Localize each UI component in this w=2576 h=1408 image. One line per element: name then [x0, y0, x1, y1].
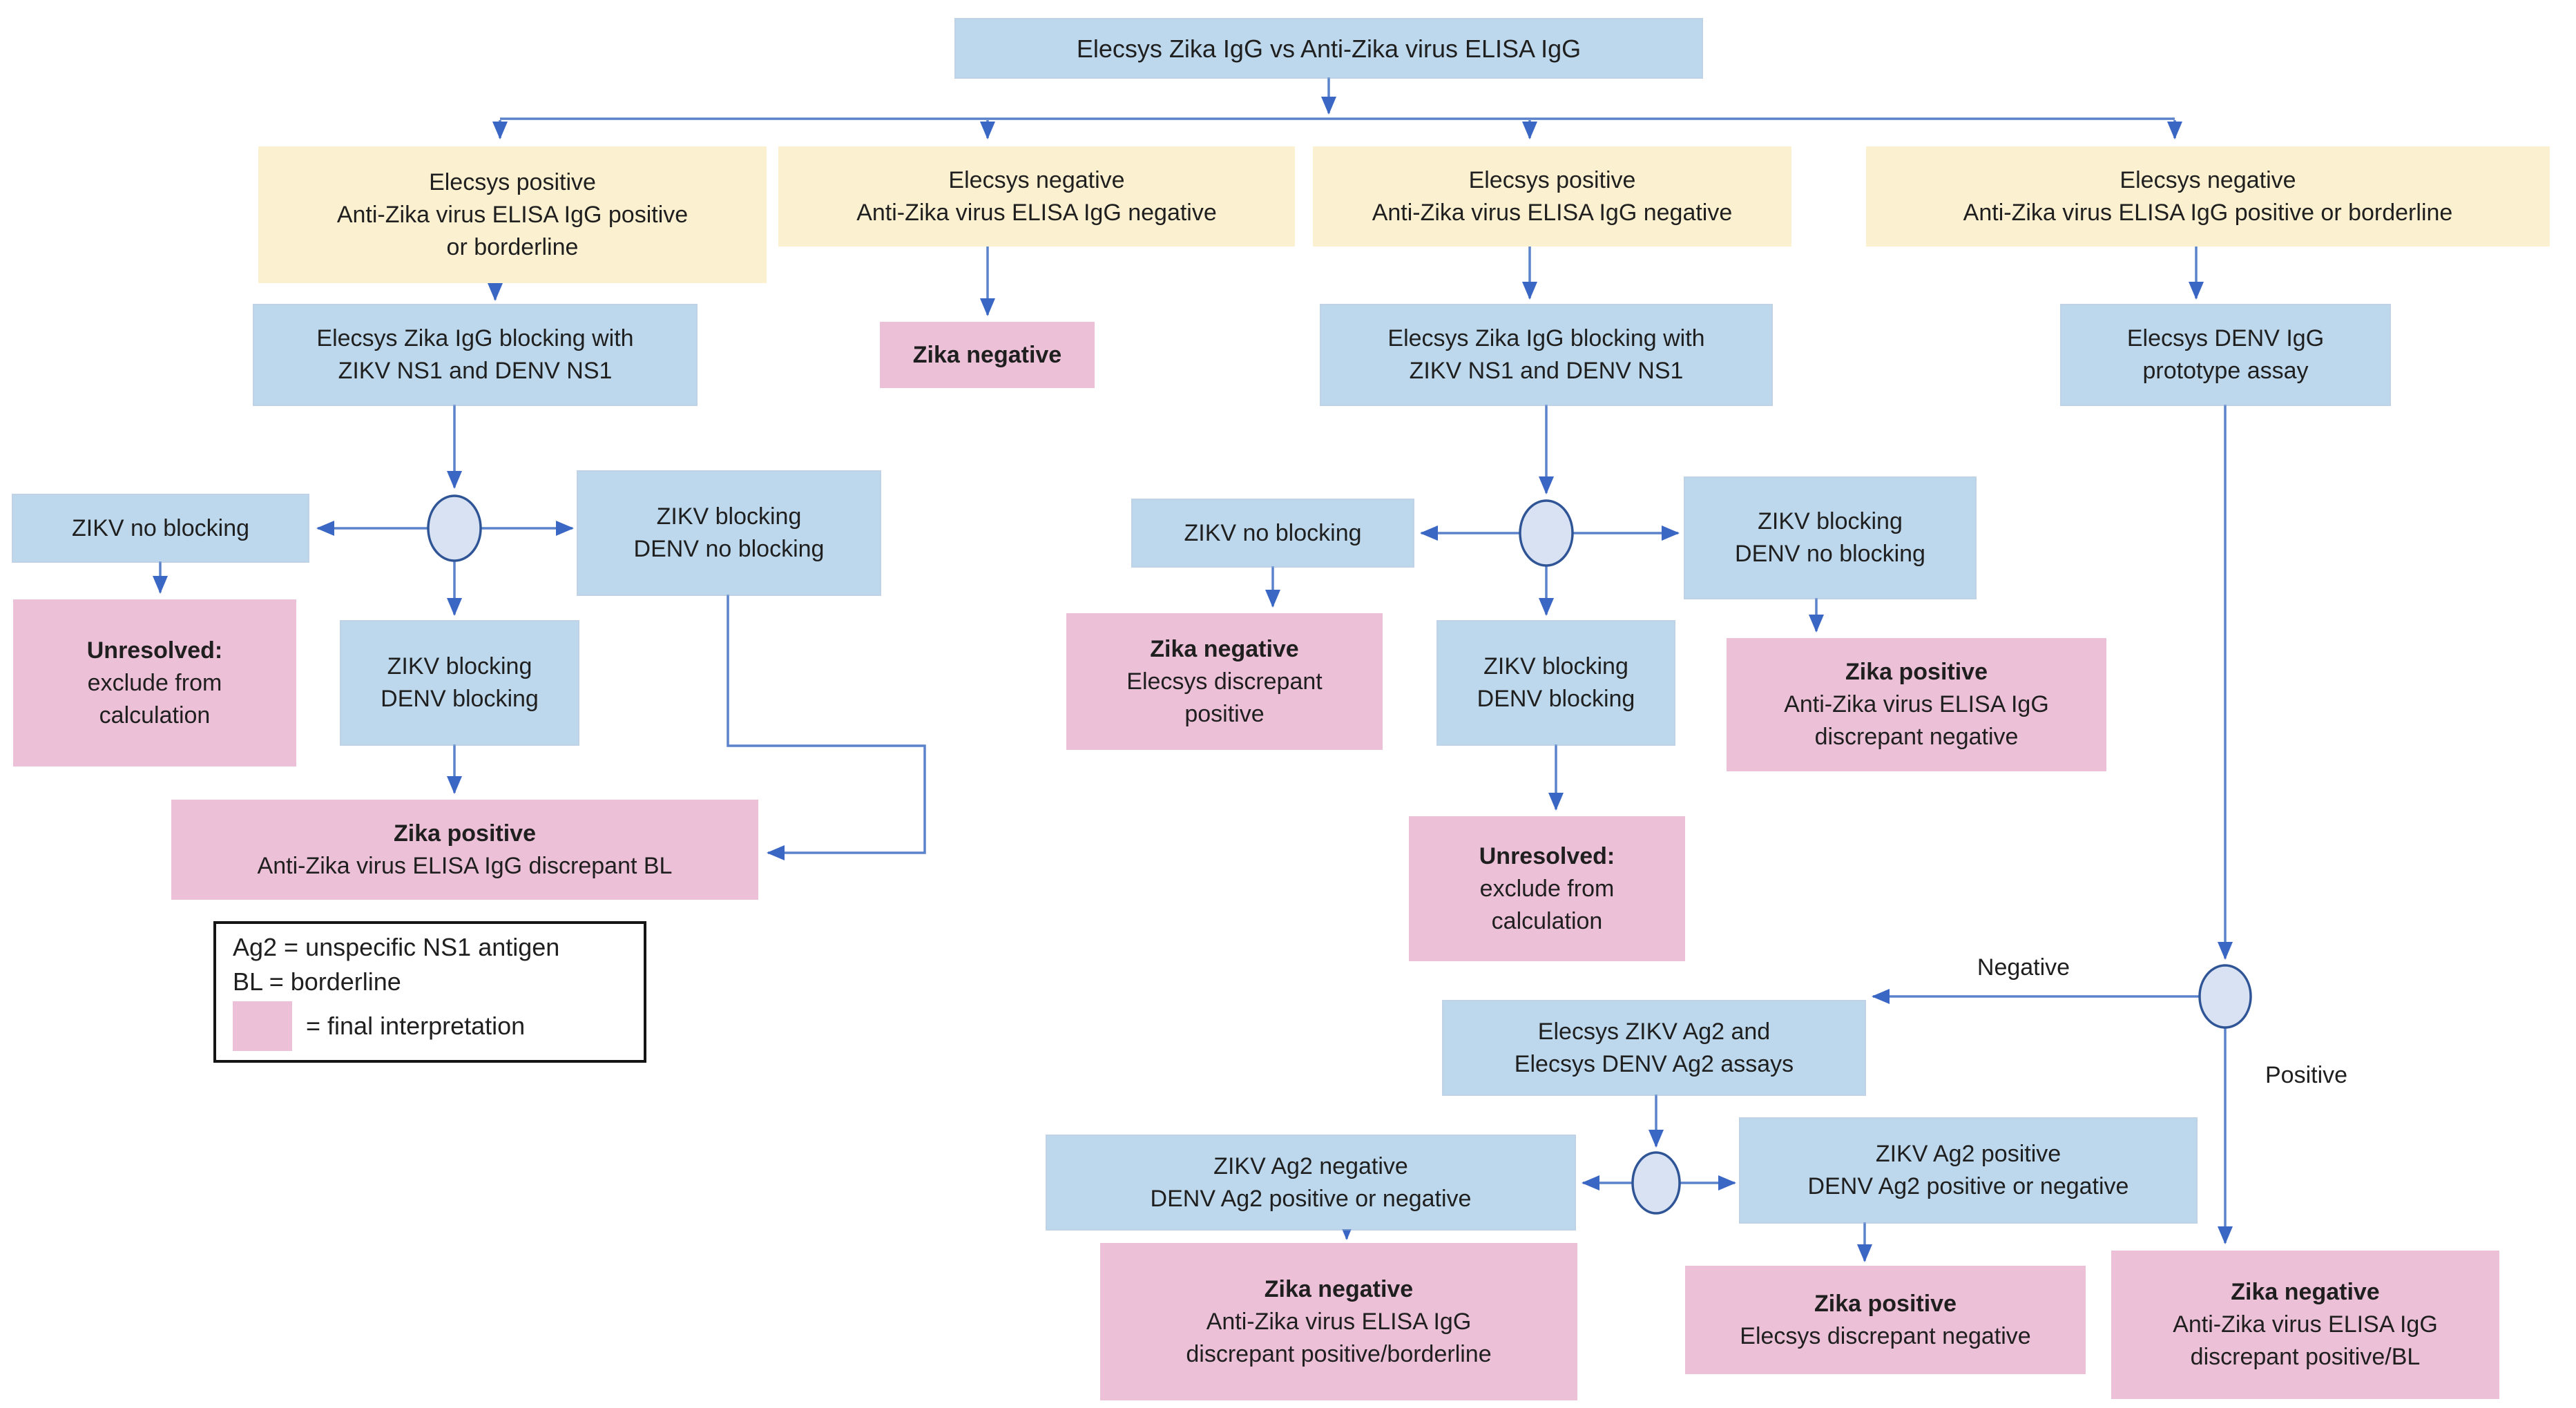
final-zika-negative-discrepant-positive-bl: Zika negative Anti-Zika virus ELISA IgG … — [2111, 1251, 2499, 1399]
condition-elecsys-pos-elisa-neg: Elecsys positive Anti-Zika virus ELISA I… — [1313, 146, 1791, 247]
node-line: calculation — [1491, 907, 1603, 934]
node-line: Elecsys DENV IgG — [2126, 325, 2325, 351]
node-line: Unresolved: — [86, 637, 223, 664]
legend-line-final: = final interpretation — [233, 1001, 525, 1051]
node-line: DENV Ag2 positive or negative — [1150, 1185, 1472, 1212]
node-line: Elecsys negative — [948, 166, 1125, 193]
title-node: Elecsys Zika IgG vs Anti-Zika virus ELIS… — [956, 19, 1702, 77]
node-line: Anti-Zika virus ELISA IgG positive — [336, 201, 689, 228]
legend-text: BL = borderline — [233, 967, 401, 996]
branch-label-positive: Positive — [2265, 1062, 2348, 1088]
node-line: exclude from — [1479, 875, 1615, 902]
node-line: DENV blocking — [381, 686, 539, 712]
node-line: ZIKV no blocking — [1184, 519, 1362, 546]
node-line: Zika negative — [912, 341, 1062, 368]
node-line: Anti-Zika virus ELISA IgG negative — [856, 199, 1217, 226]
junction-circle-left — [427, 494, 482, 562]
node-line: Elecsys negative — [2120, 166, 2296, 193]
result-zikv-no-blocking-left: ZIKV no blocking — [13, 495, 308, 561]
node-line: DENV blocking — [1477, 686, 1635, 712]
node-line: or borderline — [446, 233, 579, 260]
process-blocking-mid: Elecsys Zika IgG blocking with ZIKV NS1 … — [1321, 305, 1771, 405]
node-line: Anti-Zika virus ELISA IgG negative — [1372, 199, 1733, 226]
node-line: Anti-Zika virus ELISA IgG — [1784, 691, 2049, 717]
node-line: ZIKV Ag2 positive — [1875, 1141, 2061, 1167]
junction-circle-ag2 — [1631, 1151, 1681, 1215]
node-line: Zika positive — [394, 820, 536, 847]
result-ag2-negative: ZIKV Ag2 negative DENV Ag2 positive or n… — [1047, 1136, 1575, 1229]
node-line: ZIKV NS1 and DENV NS1 — [338, 358, 613, 384]
junction-circle-right — [2198, 964, 2252, 1029]
node-line: DENV no blocking — [1735, 541, 1925, 567]
legend-line-bl: BL = borderline — [233, 967, 401, 996]
node-line: positive — [1184, 700, 1265, 727]
final-zika-negative-simple: Zika negative — [880, 322, 1095, 388]
node-line: exclude from — [87, 669, 222, 696]
final-unresolved-mid: Unresolved: exclude from calculation — [1409, 816, 1685, 961]
legend-final-interpretation-swatch — [233, 1001, 292, 1051]
result-zikv-block-denv-no-left: ZIKV blocking DENV no blocking — [578, 472, 880, 595]
process-blocking-left: Elecsys Zika IgG blocking with ZIKV NS1 … — [254, 305, 696, 405]
node-line: Elecsys Zika IgG blocking with — [316, 325, 634, 351]
legend-text: Ag2 = unspecific NS1 antigen — [233, 933, 560, 962]
node-line: Anti-Zika virus ELISA IgG positive or bo… — [1963, 199, 2453, 226]
legend: Ag2 = unspecific NS1 antigen BL = border… — [213, 921, 646, 1063]
node-line: Elecsys Zika IgG blocking with — [1387, 325, 1705, 351]
node-line: Elecsys discrepant — [1126, 668, 1323, 695]
condition-elecsys-neg-elisa-neg: Elecsys negative Anti-Zika virus ELISA I… — [778, 146, 1295, 247]
node-line: ZIKV Ag2 negative — [1213, 1153, 1408, 1179]
node-line: Zika negative — [2231, 1279, 2380, 1305]
title-text: Elecsys Zika IgG vs Anti-Zika virus ELIS… — [1076, 34, 1582, 63]
node-line: ZIKV blocking — [1758, 508, 1903, 534]
final-zika-positive-elecsys-discrepant-negative: Zika positive Elecsys discrepant negativ… — [1685, 1266, 2086, 1374]
branch-label-negative: Negative — [1977, 954, 2070, 981]
result-zikv-block-denv-block-mid: ZIKV blocking DENV blocking — [1438, 621, 1674, 744]
final-unresolved-left: Unresolved: exclude from calculation — [13, 599, 296, 766]
node-line: Zika negative — [1264, 1275, 1414, 1302]
node-line: discrepant positive/borderline — [1186, 1340, 1492, 1367]
node-line: ZIKV blocking — [387, 653, 532, 679]
final-zika-positive-discrepant-bl: Zika positive Anti-Zika virus ELISA IgG … — [171, 800, 758, 900]
condition-elecsys-pos-elisa-pos: Elecsys positive Anti-Zika virus ELISA I… — [258, 146, 767, 283]
result-zikv-block-denv-block-left: ZIKV blocking DENV blocking — [341, 621, 578, 744]
node-line: discrepant negative — [1814, 724, 2019, 750]
node-line: ZIKV no blocking — [71, 514, 250, 541]
node-line: Elecsys discrepant negative — [1740, 1322, 2031, 1349]
node-line: Anti-Zika virus ELISA IgG discrepant BL — [257, 852, 673, 879]
node-line: ZIKV NS1 and DENV NS1 — [1409, 358, 1684, 384]
legend-text: = final interpretation — [306, 1011, 526, 1040]
node-line: Anti-Zika virus ELISA IgG — [1206, 1308, 1472, 1335]
junction-circle-mid — [1519, 499, 1574, 567]
node-line: Zika positive — [1845, 659, 1988, 685]
node-line: DENV Ag2 positive or negative — [1807, 1173, 2129, 1199]
legend-line-ag2: Ag2 = unspecific NS1 antigen — [233, 933, 559, 962]
node-line: prototype assay — [2142, 358, 2309, 384]
result-zikv-no-blocking-mid: ZIKV no blocking — [1133, 500, 1413, 566]
final-zika-positive-discrepant-negative: Zika positive Anti-Zika virus ELISA IgG … — [1727, 638, 2106, 771]
node-line: Anti-Zika virus ELISA IgG — [2173, 1311, 2438, 1338]
final-zika-negative-discrepant-positive: Zika negative Elecsys discrepant positiv… — [1066, 613, 1383, 750]
final-zika-negative-discrepant-positive-borderline: Zika negative Anti-Zika virus ELISA IgG … — [1100, 1243, 1577, 1400]
condition-elecsys-neg-elisa-pos: Elecsys negative Anti-Zika virus ELISA I… — [1866, 146, 2550, 247]
node-line: Elecsys positive — [429, 168, 596, 195]
node-line: DENV no blocking — [633, 536, 825, 562]
node-line: calculation — [99, 702, 211, 729]
node-line: Elecsys DENV Ag2 assays — [1514, 1050, 1794, 1077]
node-line: Elecsys positive — [1468, 166, 1636, 193]
process-denv-prototype: Elecsys DENV IgG prototype assay — [2061, 305, 2390, 405]
result-ag2-positive: ZIKV Ag2 positive DENV Ag2 positive or n… — [1740, 1119, 2196, 1222]
node-line: Unresolved: — [1479, 842, 1615, 869]
node-line: Zika positive — [1814, 1290, 1957, 1317]
node-line: discrepant positive/BL — [2190, 1344, 2421, 1370]
node-line: ZIKV blocking — [656, 503, 802, 530]
result-zikv-block-denv-no-mid: ZIKV blocking DENV no blocking — [1685, 478, 1975, 598]
node-line: Elecsys ZIKV Ag2 and — [1537, 1018, 1771, 1045]
process-ag2-assays: Elecsys ZIKV Ag2 and Elecsys DENV Ag2 as… — [1443, 1001, 1865, 1094]
node-line: Zika negative — [1150, 635, 1299, 662]
node-line: ZIKV blocking — [1483, 653, 1628, 679]
